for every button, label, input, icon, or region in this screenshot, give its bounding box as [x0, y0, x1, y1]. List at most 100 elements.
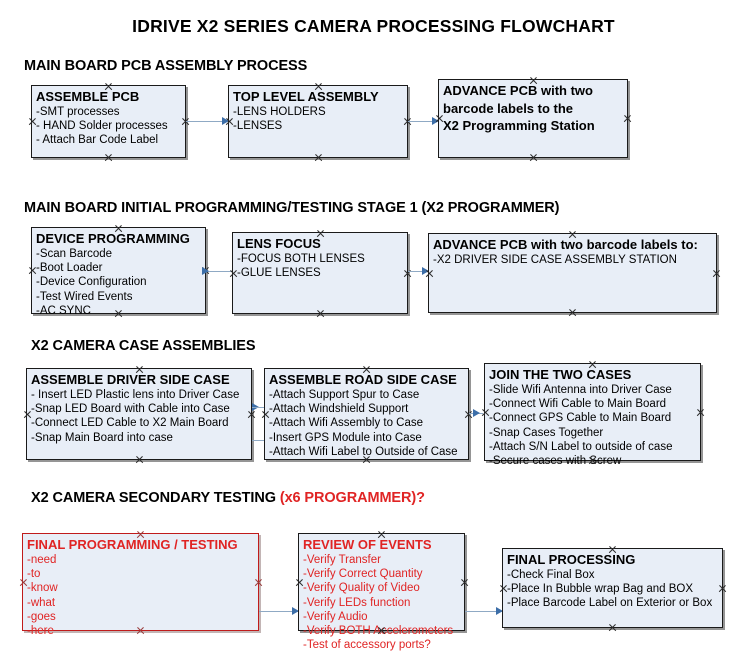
box-advance-pcb-programming-station-content: ADVANCE PCB with two barcode labels to t…	[439, 80, 627, 135]
resize-handle-bottom[interactable]	[314, 153, 323, 162]
box-title: ASSEMBLE PCB	[36, 89, 140, 104]
connector-final-prog-to-review	[259, 611, 299, 612]
box-line: -Attach S/N Label to outside of case	[489, 440, 673, 453]
box-line: -LENS HOLDERS	[233, 106, 326, 118]
box-title-line: X2 Programming Station	[443, 118, 595, 133]
box-line: -GLUE LENSES	[237, 267, 321, 280]
resize-handle-bottom[interactable]	[135, 455, 144, 464]
connector-pcb-to-top-level	[186, 121, 228, 122]
box-line: -Verify Correct Quantity	[303, 568, 423, 581]
arrowhead-icon	[432, 117, 439, 125]
section-heading-x2-camera-secondary-testing: X2 CAMERA SECONDARY TESTING (x6 PROGRAMM…	[31, 490, 425, 506]
box-line: -Snap LED Board with Cable into Case	[31, 403, 230, 416]
box-line: -Test Wired Events	[36, 290, 133, 303]
resize-handle-right[interactable]	[712, 269, 721, 278]
box-title: FINAL PROCESSING	[507, 552, 636, 567]
box-top-level-assembly[interactable]: TOP LEVEL ASSEMBLY -LENS HOLDERS -LENSES	[228, 85, 408, 158]
box-line-overflow: -Test of accessory ports?	[303, 639, 431, 652]
box-title: LENS FOCUS	[237, 236, 321, 251]
connector-review-to-final-processing	[465, 611, 503, 612]
box-title: DEVICE PROGRAMMING	[36, 231, 190, 246]
box-line: -to	[27, 568, 41, 581]
box-title: ADVANCE PCB with two	[443, 83, 593, 98]
resize-handle-bottom[interactable]	[104, 153, 113, 162]
box-line: -Scan Barcode	[36, 248, 113, 260]
box-final-processing[interactable]: FINAL PROCESSING -Check Final Box -Place…	[502, 548, 723, 628]
box-line: -Attach Support Spur to Case	[269, 389, 420, 401]
box-line: -Check Final Box	[507, 569, 595, 581]
box-line: -Connect Wifi Cable to Main Board	[489, 398, 667, 411]
resize-handle-bottom[interactable]	[316, 309, 325, 318]
box-join-the-two-cases[interactable]: JOIN THE TWO CASES -Slide Wifi Antenna i…	[484, 363, 701, 467]
box-line: -Snap Main Board into case	[31, 431, 173, 444]
box-line: -Boot Loader	[36, 262, 103, 275]
arrowhead-icon	[222, 117, 229, 125]
box-line: - Attach Bar Code Label	[36, 134, 159, 147]
box-device-programming-content: DEVICE PROGRAMMING -Scan Barcode -Boot L…	[32, 228, 205, 318]
box-line: -what	[27, 596, 56, 609]
box-line: -Verify Audio	[303, 610, 368, 623]
box-line: -Place Barcode Label on Exterior or Box	[507, 597, 713, 610]
arrowhead-icon	[292, 607, 299, 615]
box-final-programming-testing[interactable]: FINAL PROGRAMMING / TESTING -need -to -k…	[22, 533, 259, 637]
box-assemble-driver-side-case[interactable]: ASSEMBLE DRIVER SIDE CASE - Insert LED P…	[26, 368, 252, 460]
section-heading-text: MAIN BOARD PCB ASSEMBLY PROCESS	[24, 58, 308, 74]
box-advance-pcb-driver-side[interactable]: ADVANCE PCB with two barcode labels to: …	[428, 233, 717, 313]
connector-driver-to-road	[252, 440, 266, 441]
box-title: ASSEMBLE ROAD SIDE CASE	[269, 372, 457, 387]
section-heading-text: X2 CAMERA CASE ASSEMBLIES	[31, 338, 256, 354]
box-line: -Attach Wifi Assembly to Case	[269, 417, 424, 430]
box-title: ASSEMBLE DRIVER SIDE CASE	[31, 372, 230, 387]
connector-lens-focus-to-advance	[408, 271, 430, 272]
section-heading-main-board-pcb-assembly: MAIN BOARD PCB ASSEMBLY PROCESS	[24, 58, 307, 74]
box-line: -Place In Bubble wrap Bag and BOX	[507, 583, 694, 596]
box-assemble-road-side-case[interactable]: ASSEMBLE ROAD SIDE CASE -Attach Support …	[264, 368, 469, 460]
box-review-of-events[interactable]: REVIEW OF EVENTS -Verify Transfer -Verif…	[298, 533, 465, 651]
box-line: -know	[27, 582, 58, 595]
box-line: -FOCUS BOTH LENSES	[237, 253, 365, 265]
box-line: -Secure cases with Screw	[489, 455, 622, 468]
box-review-of-events-content: REVIEW OF EVENTS -Verify Transfer -Verif…	[299, 534, 464, 652]
box-line: -goes	[27, 610, 56, 623]
box-advance-pcb-programming-station[interactable]: ADVANCE PCB with two barcode labels to t…	[438, 79, 628, 158]
box-line: -Slide Wifi Antenna into Driver Case	[489, 384, 672, 396]
box-assemble-road-side-case-content: ASSEMBLE ROAD SIDE CASE -Attach Support …	[265, 369, 468, 459]
box-line: -LENSES	[233, 120, 283, 133]
box-assemble-pcb-content: ASSEMBLE PCB -SMT processes - HAND Solde…	[32, 86, 185, 148]
box-lens-focus-content: LENS FOCUS -FOCUS BOTH LENSES -GLUE LENS…	[233, 233, 407, 280]
box-title: JOIN THE TWO CASES	[489, 367, 632, 382]
box-line: - Insert LED Plastic lens into Driver Ca…	[31, 389, 240, 401]
connector-device-to-lens-focus	[206, 271, 234, 272]
box-line: -AC SYNC	[36, 304, 91, 317]
section-heading-x2-camera-case-assemblies: X2 CAMERA CASE ASSEMBLIES	[31, 338, 256, 354]
box-lens-focus[interactable]: LENS FOCUS -FOCUS BOTH LENSES -GLUE LENS…	[232, 232, 408, 314]
resize-handle-bottom[interactable]	[568, 308, 577, 317]
section-heading-text: X2 CAMERA SECONDARY TESTING	[31, 490, 280, 506]
resize-handle-bottom[interactable]	[608, 623, 617, 632]
box-title: ADVANCE PCB with two barcode labels to:	[433, 237, 698, 252]
connector-driver-to-road-line	[252, 407, 264, 408]
box-line: -need	[27, 554, 57, 566]
box-device-programming[interactable]: DEVICE PROGRAMMING -Scan Barcode -Boot L…	[31, 227, 206, 317]
box-line: -SMT processes	[36, 106, 120, 118]
section-heading-text: MAIN BOARD INITIAL PROGRAMMING/TESTING S…	[24, 200, 560, 216]
box-line: -Insert GPS Module into Case	[269, 431, 422, 444]
page-title: IDRIVE X2 SERIES CAMERA PROCESSING FLOWC…	[132, 16, 615, 36]
box-line: -Verify BOTH Accelerometers	[303, 625, 454, 638]
arrowhead-icon	[496, 607, 503, 615]
box-advance-pcb-driver-side-content: ADVANCE PCB with two barcode labels to: …	[429, 234, 716, 267]
box-line: -X2 DRIVER SIDE CASE ASSEMBLY STATION	[433, 254, 677, 266]
box-line: -Connect GPS Cable to Main Board	[489, 412, 672, 425]
box-title: FINAL PROGRAMMING / TESTING	[27, 537, 238, 552]
box-line: - HAND Solder processes	[36, 120, 168, 133]
box-join-the-two-cases-content: JOIN THE TWO CASES -Slide Wifi Antenna i…	[485, 364, 700, 468]
box-line: -Attach Wifi Label to Outside of Case	[269, 445, 458, 458]
resize-handle-bottom[interactable]	[529, 153, 538, 162]
box-assemble-pcb[interactable]: ASSEMBLE PCB -SMT processes - HAND Solde…	[31, 85, 186, 158]
box-top-level-assembly-content: TOP LEVEL ASSEMBLY -LENS HOLDERS -LENSES	[229, 86, 407, 133]
box-line: -Connect LED Cable to X2 Main Board	[31, 417, 229, 430]
section-heading-accent: (x6 PROGRAMMER)?	[279, 490, 425, 506]
connector-top-level-to-advance	[408, 121, 438, 122]
box-title-line: barcode labels to the	[443, 100, 574, 116]
